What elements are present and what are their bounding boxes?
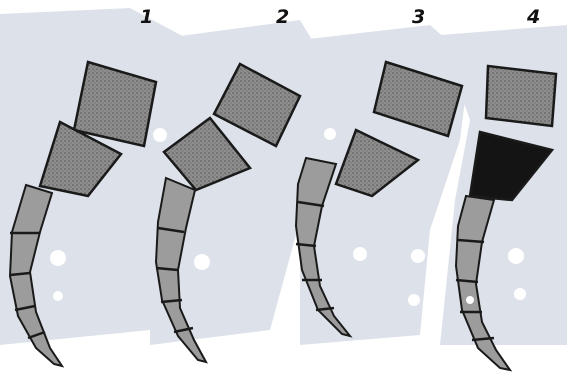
panel-4 [454, 64, 558, 372]
panel-2-sacral-vertebra [212, 62, 302, 148]
panel-2 [154, 62, 302, 364]
panel-1-segment-lines [9, 231, 46, 340]
panel-2-segment-lines [155, 226, 194, 334]
panel-4-segment-lines [455, 238, 495, 342]
white-spots [50, 128, 526, 306]
panel-1 [8, 60, 158, 368]
panel-3-segment-lines [295, 200, 335, 312]
panel-1-sacral-vertebra [72, 60, 158, 148]
panel-3-sacral-vertebra [372, 60, 464, 138]
panel-3-number: 3 [412, 6, 426, 28]
panel-4-coccygeal-wedge [468, 130, 555, 202]
panel-1-coccygeal-wedge [38, 120, 123, 198]
panel-4-number: 4 [527, 6, 541, 28]
panel-2-number: 2 [276, 6, 290, 28]
panel-4-sacral-vertebra [484, 64, 558, 128]
panel-2-coccyx [154, 176, 208, 364]
panel-3 [294, 60, 464, 338]
panel-1-number: 1 [140, 6, 154, 28]
panel-3-coccygeal-wedge [334, 128, 421, 198]
